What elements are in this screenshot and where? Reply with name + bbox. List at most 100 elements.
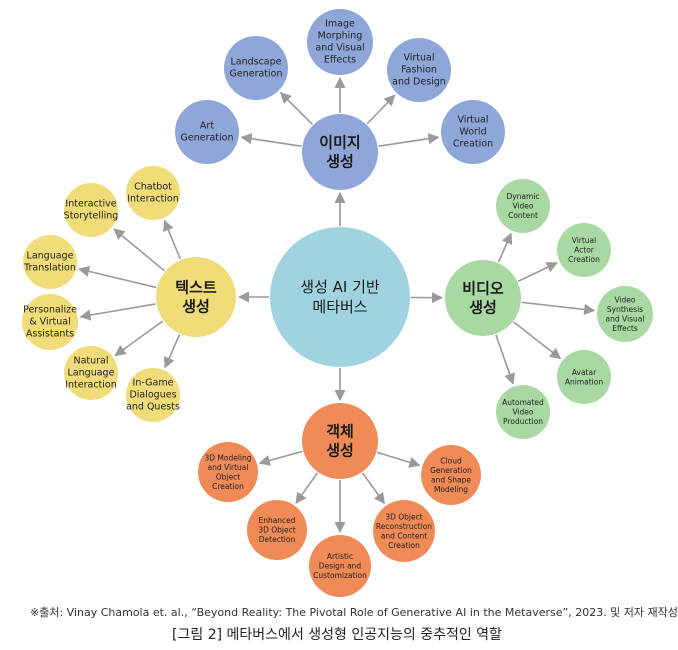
arrow-image-to-leaf-4 bbox=[378, 133, 440, 147]
arrows-layer bbox=[78, 76, 596, 534]
leaf-node-text-4-circle bbox=[64, 346, 118, 400]
leaf-node-object-2-circle bbox=[309, 535, 371, 597]
arrow-video-to-leaf-2 bbox=[521, 301, 596, 315]
hub-node-text-circle bbox=[156, 257, 236, 337]
hub-node-object-circle bbox=[302, 403, 378, 479]
leaf-node-image-3-circle bbox=[387, 38, 451, 102]
leaf-node-object-4-circle bbox=[421, 445, 481, 505]
center-node-generative-ai-metaverse-circle bbox=[270, 227, 410, 367]
arrow-text-to-leaf-1 bbox=[113, 228, 165, 272]
leaf-node-image-1-circle bbox=[224, 36, 288, 100]
arrow-text-to-leaf-3 bbox=[79, 303, 156, 321]
arrow-text-to-leaf-0 bbox=[163, 219, 182, 260]
source-note: ※출처: Vinay Chamola et. al., “Beyond Real… bbox=[30, 606, 678, 619]
arrow-video-to-leaf-0 bbox=[497, 232, 513, 263]
arrow-text-to-leaf-5 bbox=[163, 334, 181, 369]
arrow-video-to-leaf-3 bbox=[513, 321, 562, 360]
leaf-node-video-0-circle bbox=[496, 179, 550, 233]
leaf-node-object-3-circle bbox=[373, 500, 435, 562]
arrow-image-to-leaf-0 bbox=[240, 133, 302, 147]
leaf-node-text-1-circle bbox=[64, 183, 118, 237]
arrow-object-to-leaf-3 bbox=[361, 472, 385, 505]
leaf-node-text-3-circle bbox=[22, 294, 78, 350]
arrow-text-to-leaf-2 bbox=[78, 265, 157, 289]
arrow-object-to-leaf-0 bbox=[258, 450, 303, 466]
hub-node-image-circle bbox=[302, 114, 378, 190]
arrow-object-to-leaf-4 bbox=[377, 451, 421, 468]
leaf-node-image-0-circle bbox=[175, 100, 239, 164]
arrow-object-to-leaf-1 bbox=[295, 472, 319, 504]
figure-caption: [그림 2] 메타버스에서 생성형 인공지능의 중추적인 역할 bbox=[172, 627, 502, 643]
arrow-video-to-leaf-4 bbox=[495, 334, 516, 385]
leaf-node-image-4-circle bbox=[441, 100, 505, 164]
leaf-node-image-2-circle bbox=[307, 9, 373, 75]
arrow-text-to-leaf-4 bbox=[114, 320, 164, 357]
leaf-node-video-4-circle bbox=[496, 385, 550, 439]
arrow-image-to-leaf-1 bbox=[279, 91, 313, 125]
leaf-node-text-5-circle bbox=[126, 368, 180, 422]
hub-node-video-circle bbox=[445, 260, 521, 336]
arrow-video-to-leaf-1 bbox=[517, 262, 558, 282]
leaf-node-object-1-circle bbox=[247, 500, 307, 560]
leaf-node-text-2-circle bbox=[23, 235, 77, 289]
leaf-node-video-3-circle bbox=[557, 350, 611, 404]
leaf-node-object-0-circle bbox=[198, 442, 258, 502]
leaf-node-video-2-circle bbox=[597, 286, 653, 342]
leaf-node-text-0-circle bbox=[126, 166, 180, 220]
arrow-image-to-leaf-3 bbox=[366, 94, 396, 125]
leaf-node-video-1-circle bbox=[557, 223, 611, 277]
